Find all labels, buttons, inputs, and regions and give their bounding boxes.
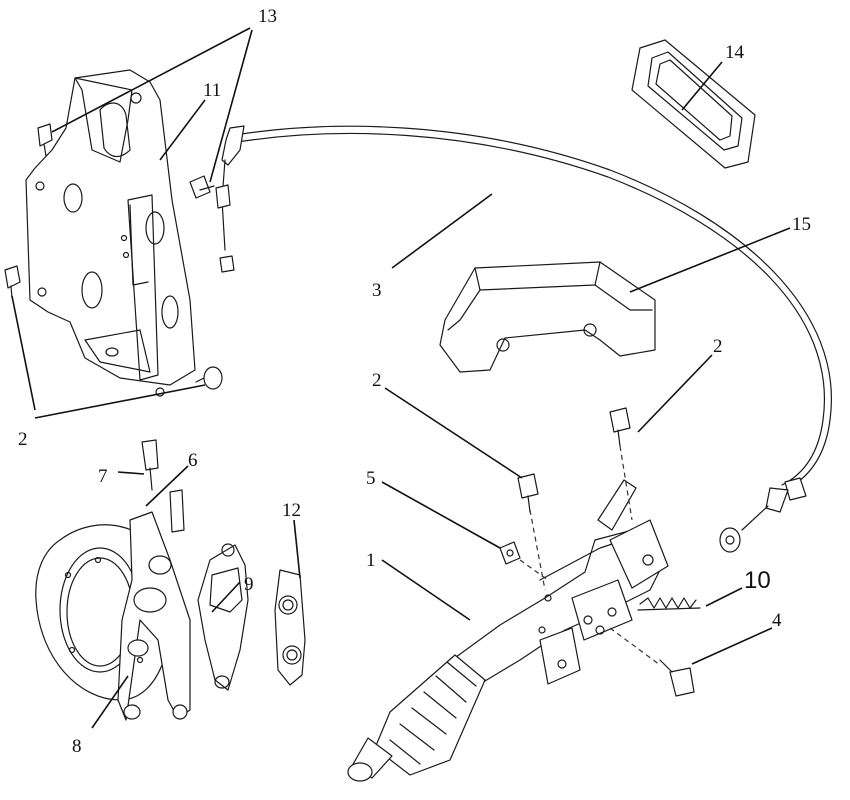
mounting-plate	[25, 69, 196, 397]
leader-12	[293, 519, 301, 579]
bolt-13-right	[189, 175, 215, 199]
callout-3: 3	[372, 280, 382, 301]
bolt-4	[659, 659, 695, 697]
callout-15: 15	[792, 214, 811, 235]
callout-13: 13	[258, 6, 277, 27]
leader-13a	[51, 27, 251, 133]
callout-14: 14	[725, 42, 745, 63]
leader-2a2	[34, 384, 206, 419]
handbrake-lever-1	[347, 479, 669, 782]
bolt-2-center	[517, 473, 539, 513]
bolt-2-right	[195, 366, 223, 390]
callout-11: 11	[203, 80, 221, 101]
callout-7: 7	[98, 466, 108, 487]
grommet-14	[631, 39, 756, 169]
leader-1	[381, 559, 471, 621]
callout-12: 12	[282, 500, 301, 521]
cover-bracket-15	[439, 261, 656, 373]
assembly-line-2	[619, 445, 633, 521]
callout-2-center: 2	[372, 370, 382, 391]
leader-2b	[384, 387, 523, 479]
leader-14	[681, 61, 723, 111]
bolt-7	[141, 439, 159, 491]
brake-cable	[215, 125, 832, 553]
spring-10	[637, 597, 701, 611]
assembly-line-4	[609, 627, 661, 666]
callout-10: 10	[744, 567, 771, 594]
callout-5: 5	[366, 468, 376, 489]
leader-6	[145, 465, 189, 507]
brake-backing-plate-8	[35, 511, 191, 721]
leader-2c	[637, 354, 713, 433]
leader-7	[117, 471, 145, 475]
callout-8: 8	[72, 736, 82, 757]
callout-2-right: 2	[713, 336, 723, 357]
leader-8	[91, 675, 129, 729]
leader-11	[159, 99, 206, 161]
pin-6	[169, 489, 185, 533]
assembly-line-3	[519, 559, 549, 581]
bolt-2-left	[4, 265, 21, 299]
springs-12	[274, 569, 306, 686]
leader-3	[391, 193, 493, 269]
callout-4: 4	[772, 610, 782, 631]
callout-2-left: 2	[18, 429, 28, 450]
callout-6: 6	[188, 450, 198, 471]
callout-1: 1	[366, 550, 376, 571]
washer-5	[499, 541, 521, 565]
leader-13b	[209, 29, 253, 183]
leader-9	[211, 581, 241, 613]
bolt-13-left	[37, 123, 53, 157]
leader-5	[381, 481, 501, 549]
shoe-bracket-9	[197, 543, 249, 691]
bolt-2-right-center	[609, 407, 631, 447]
leader-10	[705, 587, 743, 607]
leader-4	[691, 627, 773, 665]
leader-2a	[11, 295, 36, 411]
leader-15	[629, 227, 791, 293]
callout-9: 9	[244, 574, 254, 595]
